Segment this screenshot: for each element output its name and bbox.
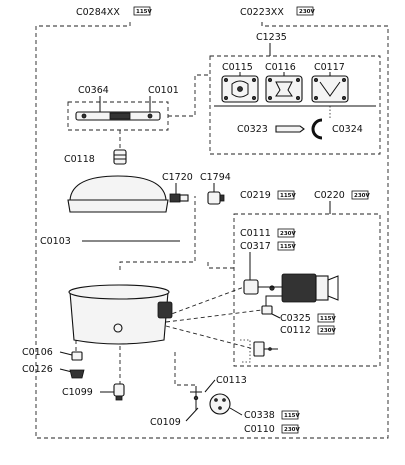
label-c0338: C0338 — [244, 410, 275, 421]
label-c0325: C0325 — [280, 313, 311, 324]
tag-c0338: 115V — [284, 413, 300, 419]
label-c0116: C0116 — [265, 62, 296, 73]
label-c1235: C1235 — [256, 32, 287, 43]
terminal-c0109 — [190, 386, 202, 410]
gasket-c0116 — [265, 75, 303, 103]
group-frame-c0220 — [233, 213, 381, 367]
label-c0106: C0106 — [22, 347, 53, 358]
label-c0126: C0126 — [22, 364, 53, 375]
label-c0364: C0364 — [78, 85, 109, 96]
group-frame-c1235 — [209, 55, 381, 155]
label-c0317: C0317 — [240, 241, 271, 252]
tag-c0284: 115V — [136, 9, 152, 15]
terminal-cover — [253, 341, 278, 357]
label-c0117: C0117 — [314, 62, 345, 73]
tag-c0223: 230V — [299, 9, 315, 15]
label-c1720: C1720 — [162, 172, 193, 183]
link-line-compressor — [119, 196, 196, 270]
tag-c0111: 230V — [280, 231, 296, 237]
tag-c0219: 115V — [280, 193, 296, 199]
tag-c0220: 230V — [354, 193, 370, 199]
tag-c0317: 115V — [280, 244, 296, 250]
label-c0110: C0110 — [244, 424, 275, 435]
label-c0109: C0109 — [150, 417, 181, 428]
tag-c0110: 230V — [284, 427, 300, 433]
label-c0324: C0324 — [332, 124, 363, 135]
cover-gasket-c0101 — [75, 111, 161, 121]
label-c0284: C0284XX — [76, 7, 120, 18]
link-line-c0220 — [207, 262, 234, 269]
label-c0323: C0323 — [237, 124, 268, 135]
leader-compressor-protector — [165, 309, 263, 323]
reed-gasket-c0117 — [311, 75, 349, 103]
mounting-foot-c0126 — [69, 369, 85, 379]
tag-c0325: 115V — [320, 316, 336, 322]
label-c0101: C0101 — [148, 85, 179, 96]
label-c0219: C0219 — [240, 190, 271, 201]
leader-compressor-relay — [165, 286, 245, 317]
fitting-c1720 — [169, 193, 189, 203]
group-frame-c0284 — [35, 22, 389, 439]
label-c0111: C0111 — [240, 228, 271, 239]
label-c0103: C0103 — [40, 236, 71, 247]
label-c0118: C0118 — [64, 154, 95, 165]
link-line-c0109 — [174, 352, 195, 386]
label-c0223: C0223XX — [240, 7, 284, 18]
valve-plate-c0115 — [221, 75, 259, 103]
compressor-body — [68, 284, 173, 345]
grommet-c0118 — [113, 149, 127, 165]
label-c1794: C1794 — [200, 172, 231, 183]
leader-compressor-cover — [165, 325, 255, 350]
mounting-foot-c0106 — [71, 351, 83, 361]
clip-c0324 — [311, 118, 323, 140]
fuse-holder-c0110 — [209, 393, 231, 415]
pin-c0323 — [275, 125, 305, 133]
label-c0115: C0115 — [222, 62, 253, 73]
compressor-cover — [67, 175, 169, 213]
label-c0112: C0112 — [280, 325, 311, 336]
overload-protector — [261, 305, 273, 315]
tag-c0112: 230V — [320, 328, 336, 334]
starting-relay — [243, 273, 339, 306]
label-c0220: C0220 — [314, 190, 345, 201]
label-c1099: C1099 — [62, 387, 93, 398]
plug-c1099 — [113, 383, 125, 401]
connector-c1794 — [207, 191, 225, 205]
label-c0113: C0113 — [216, 375, 247, 386]
